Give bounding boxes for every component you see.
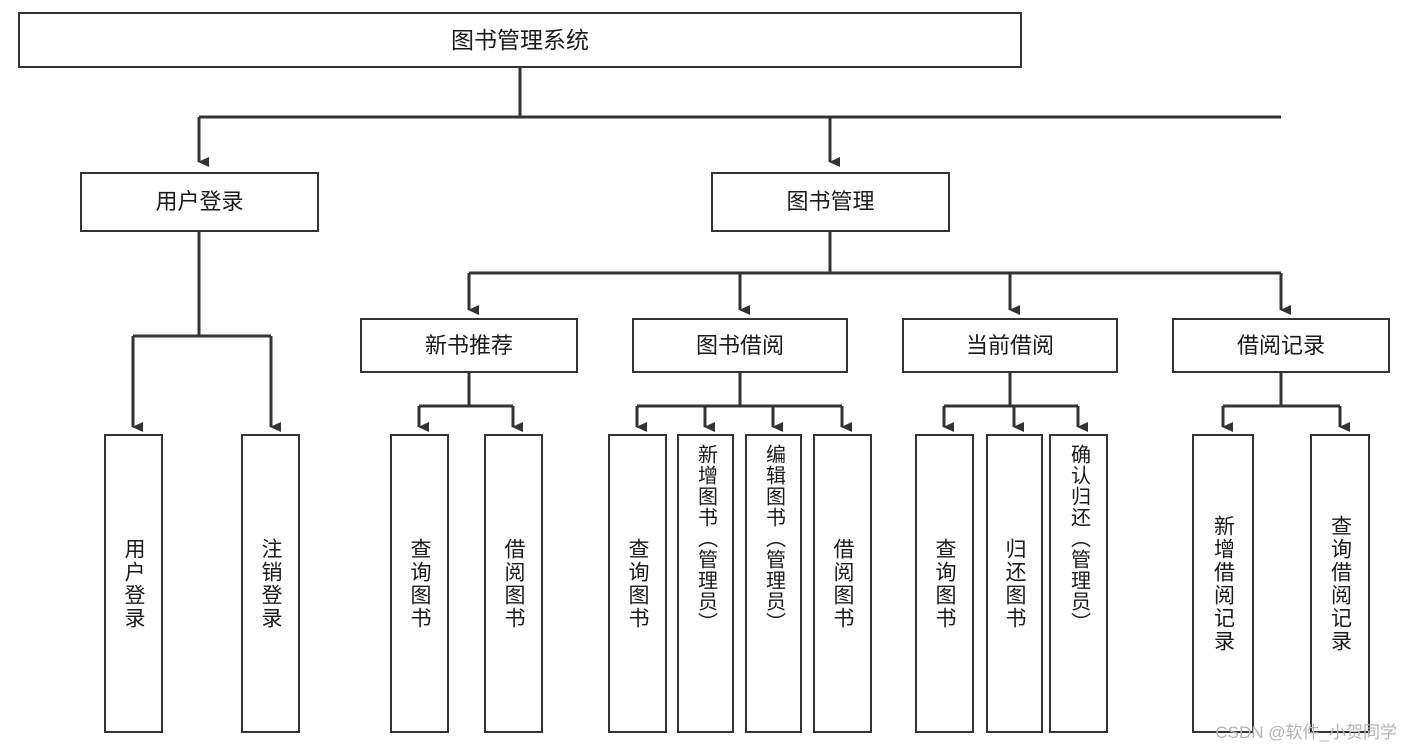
node-label: 编辑图书（管理员） xyxy=(762,444,785,633)
node-label: 图书管理 xyxy=(786,189,875,215)
leaf-return-book[interactable]: 归还图书 xyxy=(986,434,1043,733)
leaf-query-book-recommend[interactable]: 查询图书 xyxy=(390,434,449,733)
leaf-borrow-book-recommend[interactable]: 借阅图书 xyxy=(484,434,543,733)
node-borrow-record[interactable]: 借阅记录 xyxy=(1172,318,1390,373)
node-new-book-recommend[interactable]: 新书推荐 xyxy=(360,318,578,373)
node-label: 查询图书 xyxy=(408,537,431,630)
node-book-manage[interactable]: 图书管理 xyxy=(711,172,950,232)
node-current-borrow[interactable]: 当前借阅 xyxy=(902,318,1118,373)
node-label: 用户登录 xyxy=(122,537,145,630)
node-label: 新书推荐 xyxy=(424,332,513,358)
node-label: 借阅图书 xyxy=(831,537,854,630)
leaf-confirm-return[interactable]: 确认归还（管理员） xyxy=(1049,434,1108,733)
node-label: 当前借阅 xyxy=(965,332,1054,358)
leaf-borrow-book[interactable]: 借阅图书 xyxy=(813,434,872,733)
node-label: 借阅图书 xyxy=(502,537,525,630)
node-label: 注销登录 xyxy=(259,537,282,630)
node-label: 查询图书 xyxy=(626,537,649,630)
node-label: 图书借阅 xyxy=(695,332,784,358)
node-label: 查询图书 xyxy=(933,537,956,630)
leaf-query-book-current[interactable]: 查询图书 xyxy=(915,434,974,733)
node-label: 借阅记录 xyxy=(1236,332,1325,358)
leaf-add-borrow-record[interactable]: 新增借阅记录 xyxy=(1192,434,1254,733)
leaf-edit-book[interactable]: 编辑图书（管理员） xyxy=(745,434,802,733)
node-label: 新增图书（管理员） xyxy=(694,444,717,633)
node-label: 查询借阅记录 xyxy=(1328,514,1352,653)
node-root[interactable]: 图书管理系统 xyxy=(18,12,1022,68)
node-user-login[interactable]: 用户登录 xyxy=(80,172,319,232)
node-book-borrow[interactable]: 图书借阅 xyxy=(632,318,848,373)
leaf-add-book[interactable]: 新增图书（管理员） xyxy=(677,434,734,733)
node-label: 用户登录 xyxy=(155,189,244,215)
leaf-query-borrow-record[interactable]: 查询借阅记录 xyxy=(1310,434,1370,733)
leaf-user-login[interactable]: 用户登录 xyxy=(104,434,163,733)
node-label: 图书管理系统 xyxy=(451,26,589,53)
watermark: CSDN @软件_小贺同学 xyxy=(1215,723,1397,742)
node-label: 确认归还（管理员） xyxy=(1067,444,1090,633)
leaf-user-logout[interactable]: 注销登录 xyxy=(241,434,300,733)
leaf-query-book-borrow[interactable]: 查询图书 xyxy=(608,434,667,733)
node-label: 归还图书 xyxy=(1003,537,1026,630)
node-label: 新增借阅记录 xyxy=(1211,514,1235,653)
